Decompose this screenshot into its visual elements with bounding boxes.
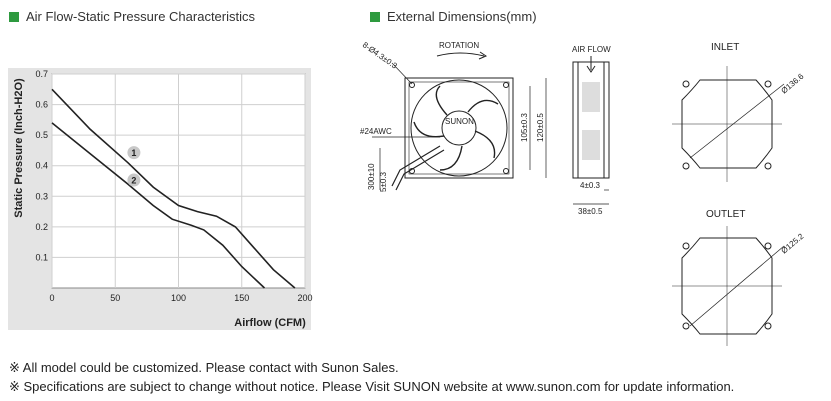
fan-ring <box>410 79 508 177</box>
side-hub <box>582 130 600 160</box>
fan-side-view <box>572 56 610 205</box>
y-axis-label: Static Pressure (Inch-H2O) <box>13 78 25 218</box>
footnote: ※ All model could be customized. Please … <box>9 360 399 375</box>
outlet-outline <box>681 237 773 335</box>
mount-hole <box>682 80 690 88</box>
chart-heading-text: Air Flow-Static Pressure Characteristics <box>26 9 255 24</box>
side-hub <box>582 82 600 112</box>
chart-heading: Air Flow-Static Pressure Characteristics <box>9 9 255 24</box>
x-tick-label: 100 <box>171 293 186 303</box>
series-marker <box>127 146 141 160</box>
inlet-cutout <box>672 66 785 182</box>
dimensions-heading-text: External Dimensions(mm) <box>387 9 537 24</box>
dimensions-heading: External Dimensions(mm) <box>370 9 537 24</box>
mount-hole <box>503 168 509 174</box>
fan-inner-frame <box>408 81 510 175</box>
mount-hole <box>682 162 690 170</box>
heading-square-icon <box>370 11 380 22</box>
rotation-arrow-icon <box>436 52 485 57</box>
y-tick-label: 0.2 <box>35 222 48 232</box>
mount-hole <box>682 242 690 250</box>
fan-front-view <box>372 51 547 191</box>
airflow-arrow-icon <box>586 56 596 73</box>
y-tick-label: 0.6 <box>35 100 48 110</box>
y-tick-label: 0.4 <box>35 161 48 171</box>
y-tick-label: 0.7 <box>35 69 48 79</box>
leader-line <box>391 62 413 85</box>
footnotes: ※ All model could be customized. Please … <box>9 358 734 396</box>
fan-wire <box>391 145 445 191</box>
x-tick-label: 200 <box>297 293 312 303</box>
dimension-drawing: 8-Ø4.3±0.3 ROTATION SUNON #24AWC 300±10 … <box>360 40 806 346</box>
series-label: 1 <box>131 148 136 158</box>
x-tick-label: 0 <box>49 293 54 303</box>
y-tick-label: 0.5 <box>35 130 48 140</box>
rotation-label: ROTATION <box>439 41 479 50</box>
mount-hole <box>503 82 509 88</box>
heading-square-icon <box>9 11 19 22</box>
wire-label: #24AWC <box>360 127 392 136</box>
series-line <box>51 122 266 289</box>
mount-hole <box>764 322 772 330</box>
diameter-line <box>689 83 785 159</box>
mount-hole <box>764 162 772 170</box>
fan-blades <box>413 85 499 171</box>
diameter-line <box>689 245 785 327</box>
mount-holes-label: 8-Ø4.3±0.3 <box>361 40 399 71</box>
x-axis-label: Airflow (CFM) <box>234 317 306 329</box>
y-tick-label: 0.1 <box>35 252 48 262</box>
mount-hole <box>764 242 772 250</box>
outlet-diameter-label: Ø125.2 <box>780 231 806 255</box>
series-label: 2 <box>131 176 136 186</box>
lead-length-label: 300±10 <box>367 163 376 190</box>
flange-label: 4±0.3 <box>580 181 601 190</box>
mount-hole <box>764 80 772 88</box>
brand-label: SUNON <box>445 117 474 126</box>
series-marker <box>127 173 141 187</box>
hole-pitch-label: 105±0.3 <box>520 113 529 142</box>
x-tick-label: 50 <box>110 293 120 303</box>
mount-hole <box>409 82 415 88</box>
fan-hub <box>441 110 477 146</box>
inlet-outline <box>681 79 773 169</box>
footnote: ※ Specifications are subject to change w… <box>9 379 735 394</box>
inlet-diameter-label: Ø136.6 <box>780 71 806 95</box>
y-tick-label: 0.3 <box>35 191 48 201</box>
inlet-label: INLET <box>711 42 739 53</box>
pressure-chart: 0 50 100 150 200 0.1 0.2 0.3 0.4 0.5 0.6 0.7 1 2Airfl… <box>13 69 313 329</box>
rotation-arrowhead-icon <box>478 51 488 60</box>
x-tick-label: 150 <box>234 293 249 303</box>
air-flow-label: AIR FLOW <box>572 45 611 54</box>
frame-size-label: 120±0.5 <box>536 113 545 142</box>
fan-frame <box>404 77 514 179</box>
outlet-label: OUTLET <box>706 209 745 220</box>
mount-hole <box>682 322 690 330</box>
strip-label: 5±0.3 <box>379 171 388 192</box>
depth-label: 38±0.5 <box>578 207 603 216</box>
series-line <box>51 88 296 289</box>
outlet-cutout <box>672 226 785 346</box>
